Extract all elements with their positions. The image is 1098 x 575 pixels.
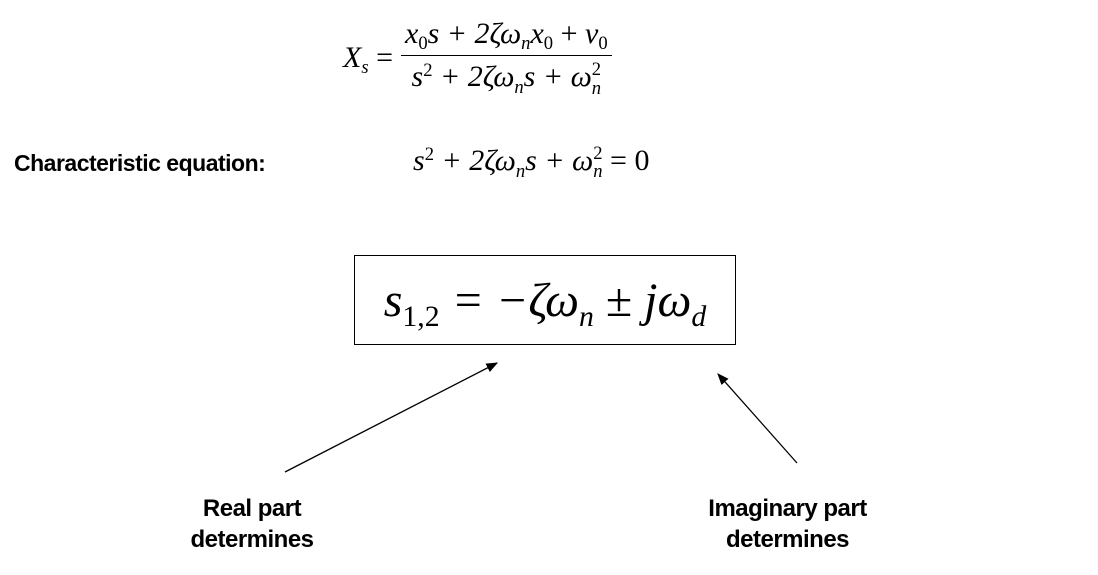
imaginary-part-caption: Imaginary part determines	[680, 493, 895, 555]
real-part-caption: Real part determines	[167, 493, 337, 555]
roots-equation-box: s1,2 = −ζωn ± jωd	[354, 255, 736, 345]
roots-equation: s1,2 = −ζωn ± jωd	[383, 273, 707, 333]
real-part-arrow	[284, 362, 499, 473]
characteristic-equation-label: Characteristic equation:	[14, 150, 266, 176]
imaginary-part-caption-line2: determines	[725, 526, 850, 554]
imaginary-part-arrow	[717, 373, 798, 464]
fraction-bar	[401, 54, 612, 57]
equals-sign: =	[368, 40, 393, 74]
real-part-caption-line2: determines	[190, 526, 314, 554]
transfer-numerator: x0s + 2ζωnx0 + v0	[405, 16, 608, 55]
transfer-lhs: Xs	[343, 40, 369, 78]
real-part-caption-line1: Real part	[202, 495, 302, 522]
imaginary-part-caption-line1: Imaginary part	[708, 495, 867, 522]
